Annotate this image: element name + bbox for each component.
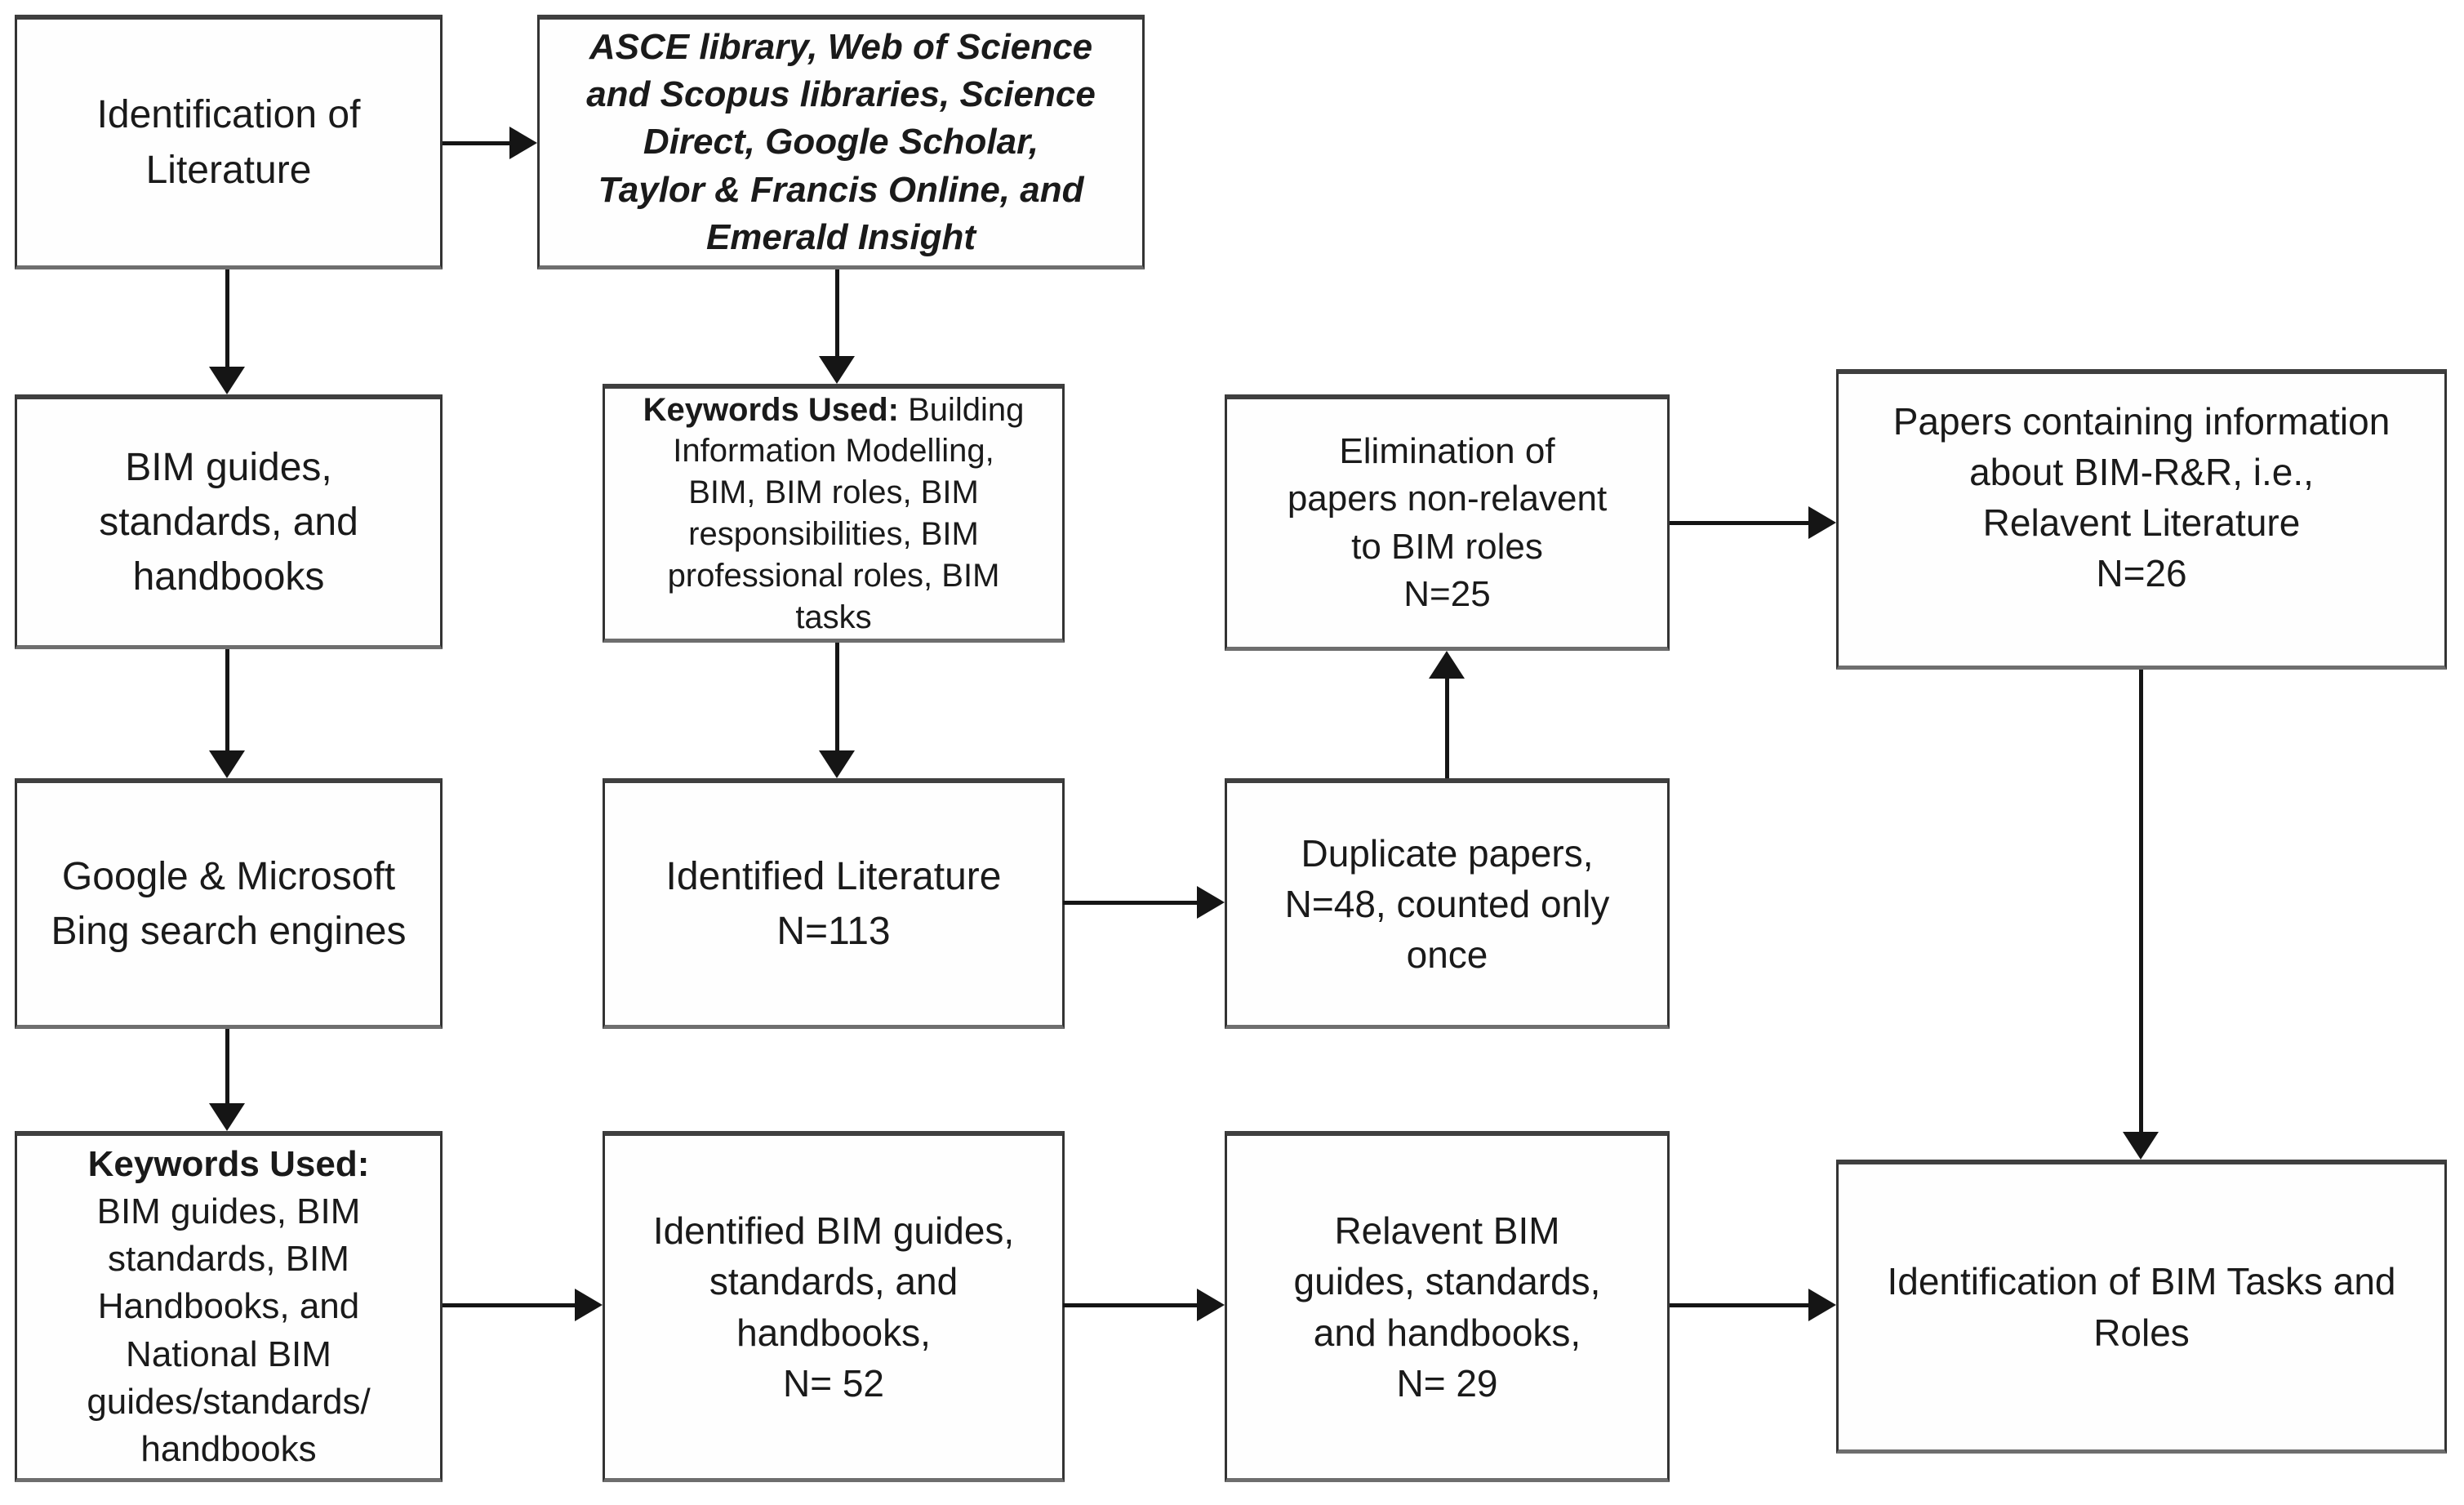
box-relevant-literature: Papers containing information about BIM-… [1836,369,2447,670]
arrow-line [443,141,516,145]
arrow-head-up [1429,651,1465,679]
arrow-line [1670,521,1815,525]
arrow-head-right [1197,1289,1225,1321]
arrow-head-down [209,367,245,394]
box-label: Identification of Literature [96,93,361,192]
arrow-line [835,643,839,757]
arrow-head-right [1197,886,1225,919]
arrow-line [225,1029,229,1110]
arrow-line [835,269,839,363]
arrow-relevant-literature-to-tasks-roles [2123,670,2159,1160]
box-relevant-bim-guides: Relavent BIM guides, standards, and hand… [1225,1131,1670,1482]
arrow-databases-to-keywords-literature [819,269,855,384]
arrow-line [1670,1303,1815,1307]
box-label: Identified Literature N=113 [665,854,1002,953]
box-identification-of-literature: Identification of Literature [15,15,443,269]
box-label: Google & Microsoft Bing search engines [51,854,407,953]
arrow-head-down [209,1103,245,1131]
box-keywords-used-guides: Keywords Used: BIM guides, BIM standards… [15,1131,443,1482]
arrow-line [225,269,229,373]
box-label: Keywords Used: BIM guides, BIM standards… [78,1138,378,1476]
arrow-line [1063,1303,1203,1307]
arrow-line [443,1303,581,1307]
box-elimination-non-relevant-papers: Elimination of papers non-relavent to BI… [1225,394,1670,651]
box-duplicate-papers: Duplicate papers, N=48, counted only onc… [1225,778,1670,1029]
arrow-identified-guides-to-relevant-guides [1063,1289,1225,1321]
box-identified-literature: Identified Literature N=113 [603,778,1065,1029]
box-label: Relavent BIM guides, standards, and hand… [1293,1209,1601,1405]
box-label-bold: Keywords Used: [643,391,899,428]
arrow-line [1445,672,1449,778]
arrow-identified-literature-to-duplicates [1063,886,1225,919]
box-label: Identification of BIM Tasks and Roles [1887,1260,2396,1354]
arrow-line [2139,670,2143,1138]
box-label-rest: BIM guides, BIM standards, BIM Handbooks… [87,1191,371,1469]
box-label-bold: Keywords Used: [87,1144,370,1185]
arrow-search-engines-to-keywords-guides [209,1029,245,1131]
box-bim-guides-standards-handbooks: BIM guides, standards, and handbooks [15,394,443,649]
arrow-head-down [819,750,855,778]
box-label: Identified BIM guides, standards, and ha… [652,1209,1015,1405]
box-keywords-used-literature: Keywords Used: Building Information Mode… [603,384,1065,643]
box-literature-databases: ASCE library, Web of Science and Scopus … [537,15,1145,269]
arrow-bim-guides-to-search-engines [209,649,245,778]
arrow-identification-to-bim-guides [209,269,245,394]
box-label-rest: Building Information Modelling, BIM, BIM… [667,391,1025,635]
arrow-head-right [509,127,537,159]
arrow-head-right [1808,506,1836,539]
arrow-relevant-guides-to-tasks-roles [1670,1289,1836,1321]
arrow-head-down [2123,1132,2159,1160]
arrow-line [1063,901,1203,905]
arrow-head-right [575,1289,603,1321]
arrow-head-right [1808,1289,1836,1321]
box-label: ASCE library, Web of Science and Scopus … [586,27,1096,257]
box-label: Keywords Used: Building Information Mode… [635,386,1033,642]
arrow-identification-to-databases [443,127,537,159]
box-label: Duplicate papers, N=48, counted only onc… [1284,831,1610,977]
arrow-keywords-guides-to-identified-guides [443,1289,603,1321]
box-label: BIM guides, standards, and handbooks [99,445,358,599]
box-search-engines: Google & Microsoft Bing search engines [15,778,443,1029]
arrow-head-down [819,356,855,384]
box-identified-bim-guides: Identified BIM guides, standards, and ha… [603,1131,1065,1482]
arrow-head-down [209,750,245,778]
arrow-duplicates-to-elimination [1429,651,1465,778]
arrow-line [225,649,229,757]
arrow-keywords-to-identified-literature [819,643,855,778]
box-label: Papers containing information about BIM-… [1892,399,2391,595]
box-identification-bim-tasks-roles: Identification of BIM Tasks and Roles [1836,1160,2447,1454]
arrow-elimination-to-relevant-literature [1670,506,1836,539]
box-label: Elimination of papers non-relavent to BI… [1287,431,1608,614]
